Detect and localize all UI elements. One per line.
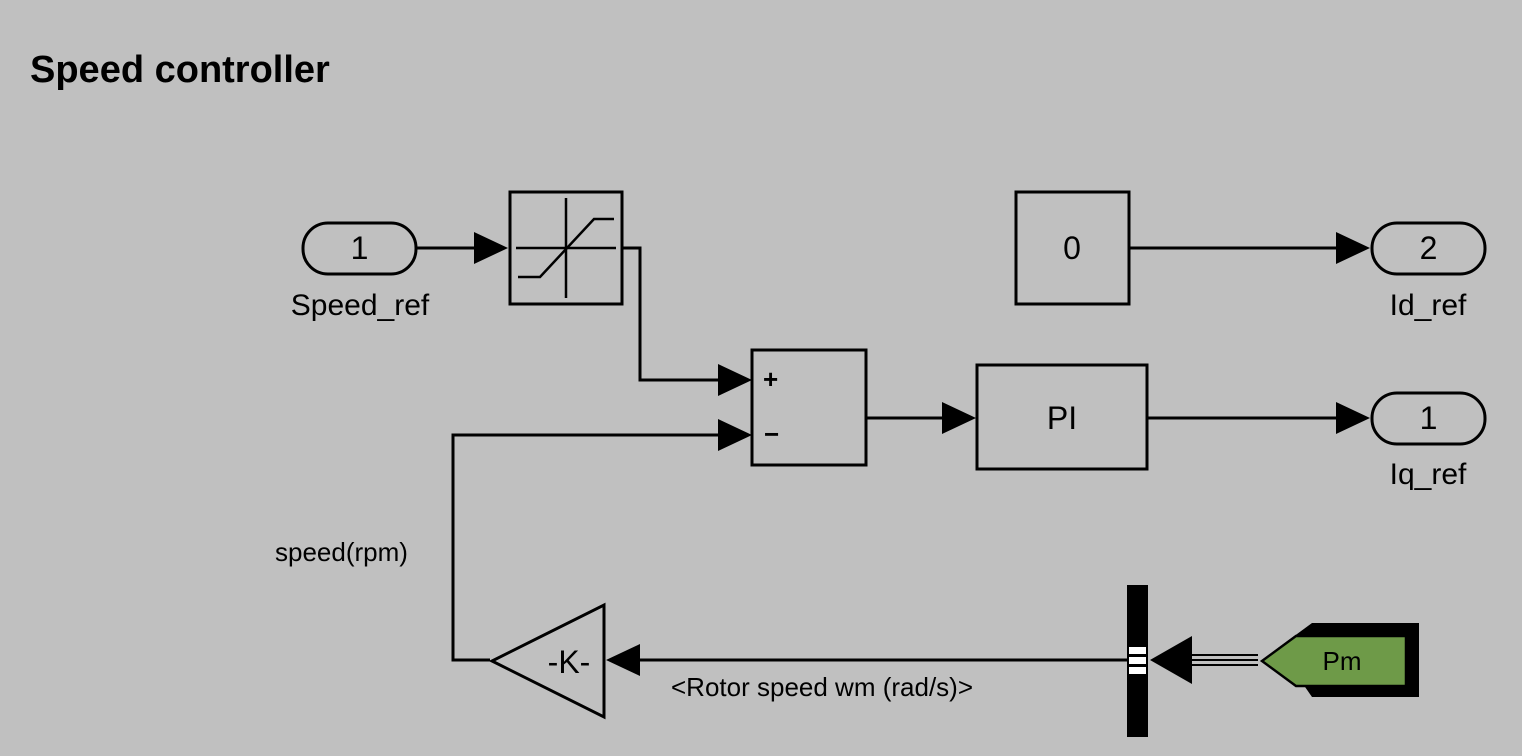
constant-block[interactable]: 0	[1014, 190, 1131, 306]
outport-id-ref-number: 2	[1420, 230, 1438, 266]
outport-iq-ref-number: 1	[1420, 400, 1438, 436]
sum-minus-sign: −	[764, 419, 779, 449]
saturation-block[interactable]	[508, 190, 624, 306]
line-speedref-to-saturation[interactable]	[416, 232, 508, 264]
outport-id-ref-label: Id_ref	[1390, 289, 1467, 322]
inport-speed-ref-label: Speed_ref	[291, 289, 430, 322]
bus-selector-port-top	[1129, 647, 1146, 654]
signal-label-rotor-speed: <Rotor speed wm (rad/s)>	[671, 672, 973, 702]
outport-iq-ref[interactable]: 1	[1370, 391, 1487, 446]
line-pi-to-iqref[interactable]	[1147, 402, 1370, 434]
constant-value: 0	[1063, 230, 1081, 266]
gain-label: -K-	[548, 644, 591, 680]
outport-id-ref[interactable]: 2	[1370, 221, 1487, 276]
saturation-curve-icon	[518, 217, 614, 279]
line-feedback-to-sum[interactable]	[451, 419, 752, 662]
line-sum-to-pi[interactable]	[866, 402, 976, 434]
from-tag-pm[interactable]: Pm	[1259, 623, 1419, 697]
inport-speed-ref[interactable]: 1	[301, 221, 418, 276]
outport-iq-ref-label: Iq_ref	[1390, 458, 1467, 491]
bus-selector-bar[interactable]	[1127, 585, 1148, 737]
gain-block[interactable]: -K-	[488, 602, 606, 720]
pi-controller-block[interactable]: PI	[975, 363, 1149, 471]
pi-label: PI	[1047, 400, 1077, 436]
bus-tag-to-demux[interactable]	[1150, 636, 1258, 684]
line-saturation-to-sum[interactable]	[622, 246, 752, 396]
bus-selector-port-mid	[1129, 657, 1146, 664]
line-demux-to-gain[interactable]	[606, 644, 1128, 676]
signal-label-speed-rpm: speed(rpm)	[275, 537, 408, 567]
from-tag-label: Pm	[1323, 646, 1362, 676]
sum-plus-sign: +	[763, 364, 778, 394]
inport-speed-ref-number: 1	[351, 230, 369, 266]
bus-selector-port-bottom	[1129, 667, 1146, 674]
line-constant-to-idref[interactable]	[1129, 232, 1370, 264]
diagram-title: Speed controller	[30, 49, 330, 91]
sum-block[interactable]: + −	[750, 348, 868, 467]
